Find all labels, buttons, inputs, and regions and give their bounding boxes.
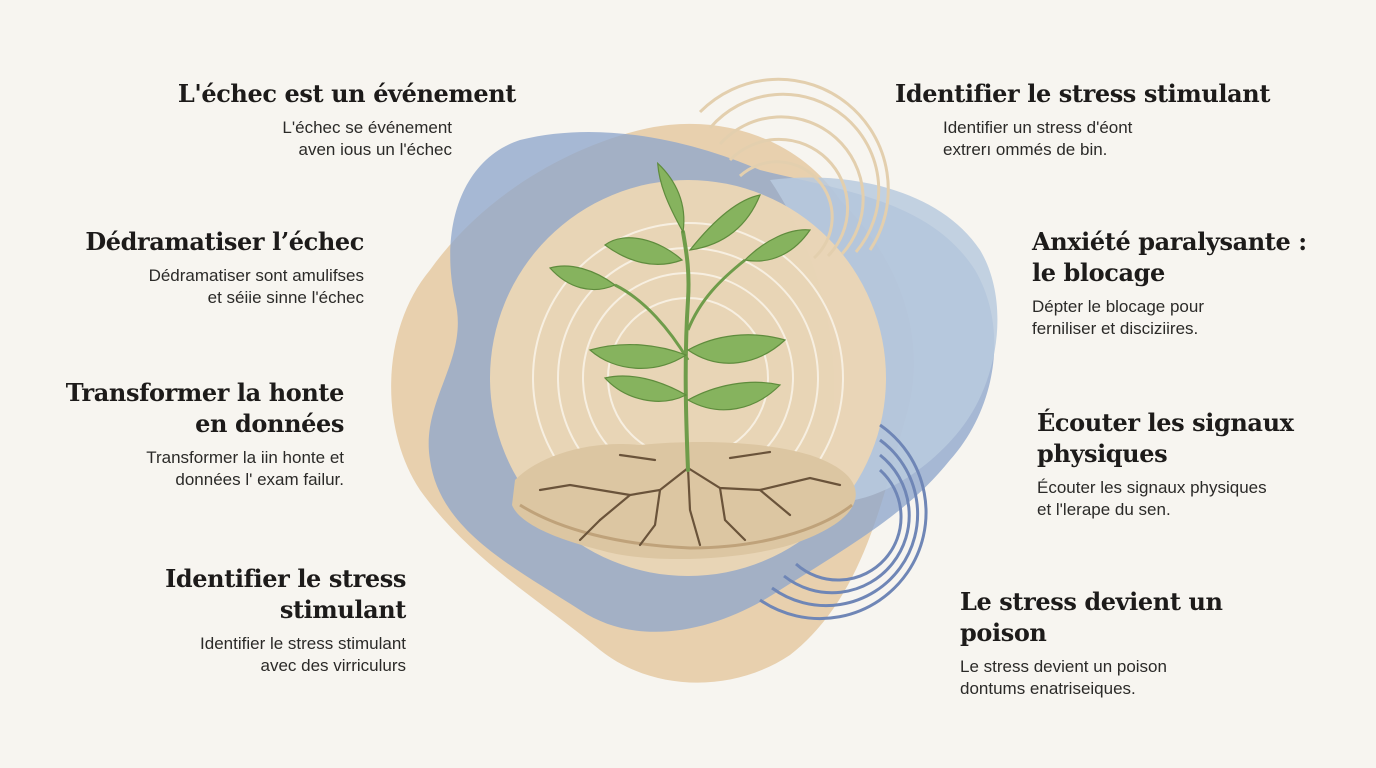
left-item-3-text: Transformer la iin honte et données l' e… — [146, 448, 344, 489]
right-item-1-text: Identifier un stress d'éont extrerı ommé… — [943, 118, 1133, 159]
right-item-3-text: Écouter les signaux physiques et l'lerap… — [1037, 478, 1267, 519]
left-item-1-text: L'échec se événement aven ious un l'éche… — [282, 118, 452, 159]
left-item-2-title: Dédramatiser l’échec — [85, 227, 364, 256]
cracked-soil — [512, 442, 856, 560]
left-item-3: Transformer la honte en données Transfor… — [24, 377, 345, 491]
right-item-1-title: Identifier le stress stimulant — [895, 79, 1271, 108]
left-item-4-title: Identifier le stress stimulant — [165, 564, 406, 624]
left-item-1-title: L'échec est un événement — [177, 79, 516, 108]
left-item-1: L'échec est un événement L'échec se évén… — [96, 78, 516, 161]
right-item-4-title: Le stress devient un poison — [960, 587, 1223, 647]
right-item-2-text: Dépter le blocage pour ferniliser et dis… — [1032, 297, 1205, 338]
right-item-2-title: Anxiété paralysante : le blocage — [1032, 227, 1307, 287]
right-item-4-text: Le stress devient un poison dontums enat… — [960, 657, 1167, 698]
right-item-2: Anxiété paralysante : le blocage Dépter … — [1032, 226, 1362, 340]
right-item-3-title: Écouter les signaux physiques — [1037, 408, 1294, 468]
left-item-4: Identifier le stress stimulant Identifie… — [86, 563, 406, 677]
blue-rings — [759, 423, 928, 621]
left-item-4-text: Identifier le stress stimulant avec des … — [200, 634, 406, 675]
left-item-3-title: Transformer la honte en données — [65, 378, 345, 438]
right-item-1: Identifier le stress stimulant Identifie… — [895, 78, 1335, 161]
seedling — [548, 161, 812, 472]
left-item-2: Dédramatiser l’échec Dédramatiser sont a… — [44, 226, 364, 309]
right-item-3: Écouter les signaux physiques Écouter le… — [1037, 407, 1367, 521]
left-item-2-text: Dédramatiser sont amulifses et séiie sin… — [148, 266, 364, 307]
sand-rings — [698, 77, 890, 260]
right-item-4: Le stress devient un poison Le stress de… — [960, 586, 1290, 700]
